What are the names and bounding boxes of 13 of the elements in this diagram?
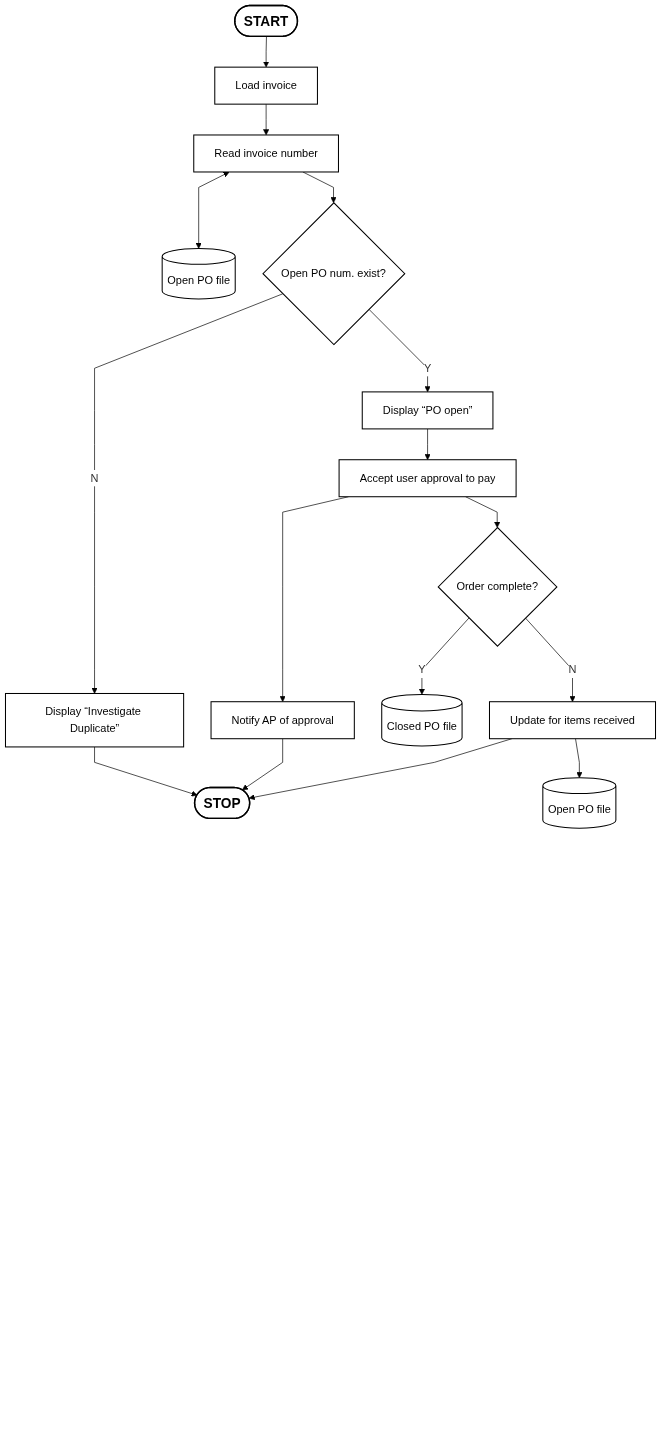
edge-label: Y [418,663,426,676]
node-diamond: Order complete? [437,526,558,647]
node-box: Display “PO open” [361,391,494,430]
node-box: Display “Investigate Duplicate” [4,692,185,748]
edge-label: Y [423,362,432,374]
node-diamond: Open PO num. exist? [262,202,406,346]
node-box: Update for items received [488,701,657,740]
edge-label: N [568,663,577,676]
edge-label: N [90,472,99,484]
node-box: Accept user approval to pay [338,459,517,498]
node-box: Read invoice number [193,134,339,173]
node-box: Load invoice [214,66,318,105]
node-box: Notify AP of approval [210,701,355,740]
